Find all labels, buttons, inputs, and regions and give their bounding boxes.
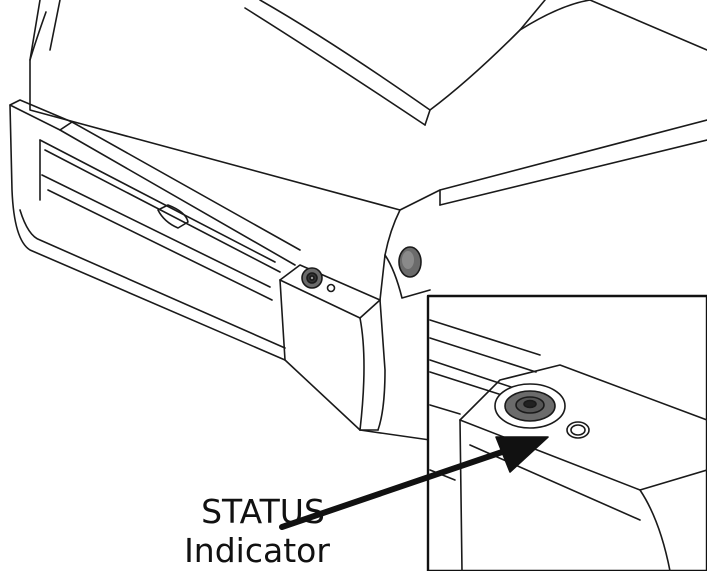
callout-label-status: STATUS bbox=[201, 492, 325, 531]
status-led-icon bbox=[326, 283, 336, 293]
status-led-zoom-icon bbox=[566, 421, 590, 439]
status-button-icon[interactable] bbox=[301, 267, 323, 289]
status-button-zoom-icon[interactable] bbox=[494, 383, 566, 429]
side-button-icon[interactable] bbox=[398, 246, 422, 278]
callout-label-indicator: Indicator bbox=[184, 531, 330, 570]
printer-body bbox=[9, 0, 707, 441]
callout-arrow bbox=[279, 436, 549, 530]
